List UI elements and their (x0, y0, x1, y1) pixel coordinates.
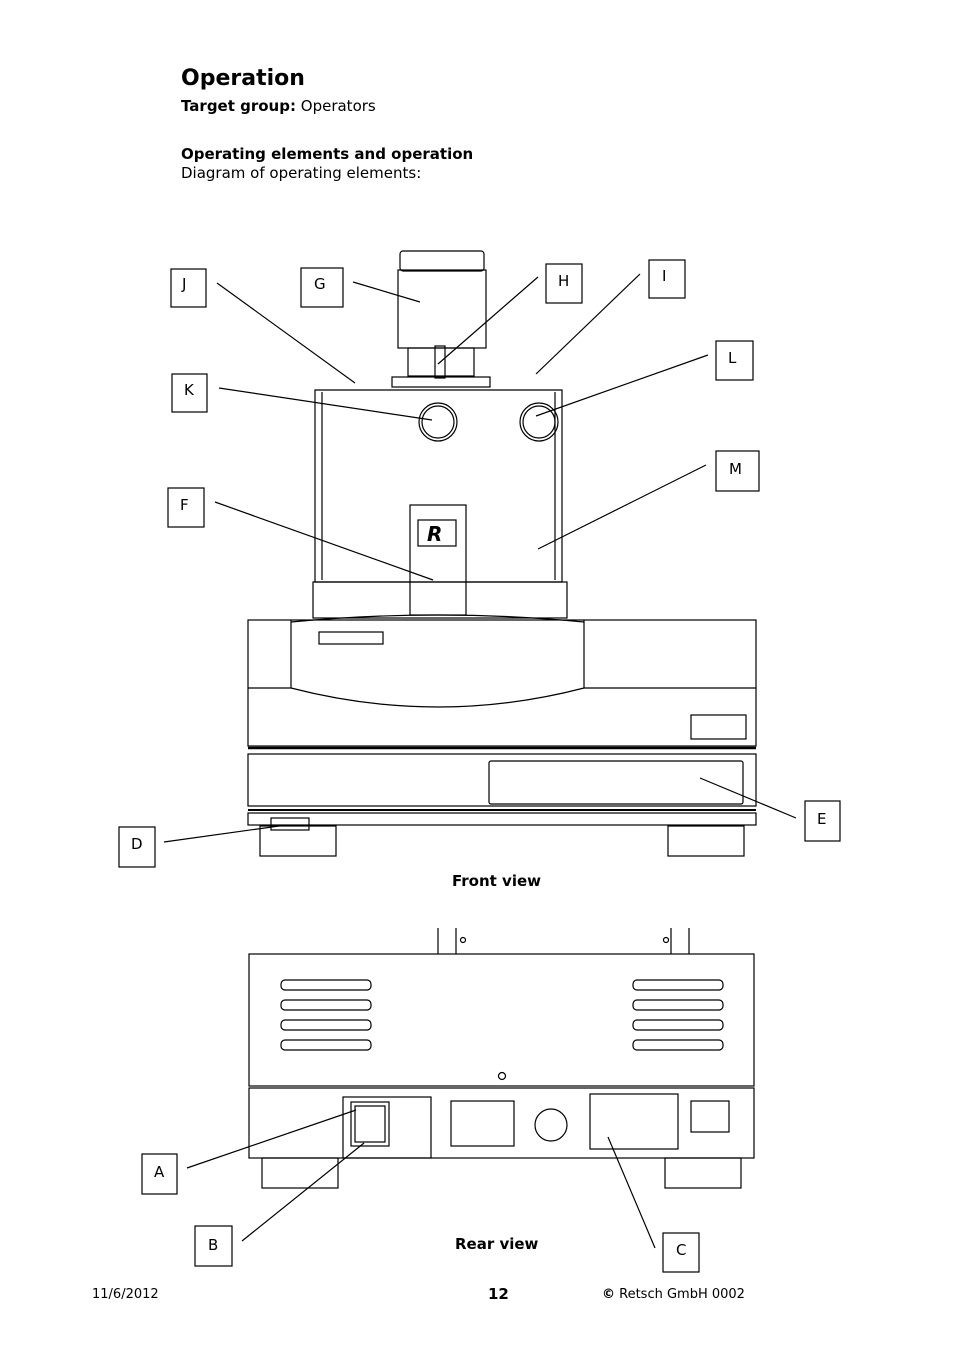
callout-label-d: D (131, 835, 143, 853)
target-group-label: Target group: (181, 97, 296, 115)
callout-label-e: E (817, 810, 826, 828)
target-group-value: Operators (300, 97, 376, 115)
rear-view-drawing (141, 928, 755, 1273)
callout-label-h: H (558, 272, 569, 290)
footer-date: 11/6/2012 (92, 1287, 159, 1302)
callout-label-g: G (314, 275, 326, 293)
page-number: 12 (488, 1285, 509, 1303)
callout-label-l: L (728, 349, 737, 367)
callout-label-i: I (662, 267, 666, 285)
section-heading: Operating elements and operation (181, 145, 474, 163)
page-title: Operation (181, 66, 305, 91)
copyright-symbol: © (602, 1287, 615, 1302)
callout-label-b: B (208, 1236, 218, 1254)
callout-label-f: F (180, 496, 189, 514)
footer-copyright: © Retsch GmbH 0002 (602, 1287, 745, 1302)
callout-label-c: C (676, 1241, 686, 1259)
callout-label-a: A (154, 1163, 165, 1181)
svg-text:R: R (427, 522, 442, 546)
callout-label-j: J (181, 275, 186, 293)
front-view-drawing: R (118, 250, 841, 868)
callout-label-m: M (729, 460, 742, 478)
callout-label-k: K (184, 381, 195, 399)
section-description: Diagram of operating elements: (181, 164, 422, 182)
copyright-text: Retsch GmbH 0002 (619, 1287, 745, 1302)
front-view-caption: Front view (452, 872, 542, 890)
rear-view-caption: Rear view (455, 1235, 539, 1253)
target-group: Target group: Operators (181, 97, 376, 115)
